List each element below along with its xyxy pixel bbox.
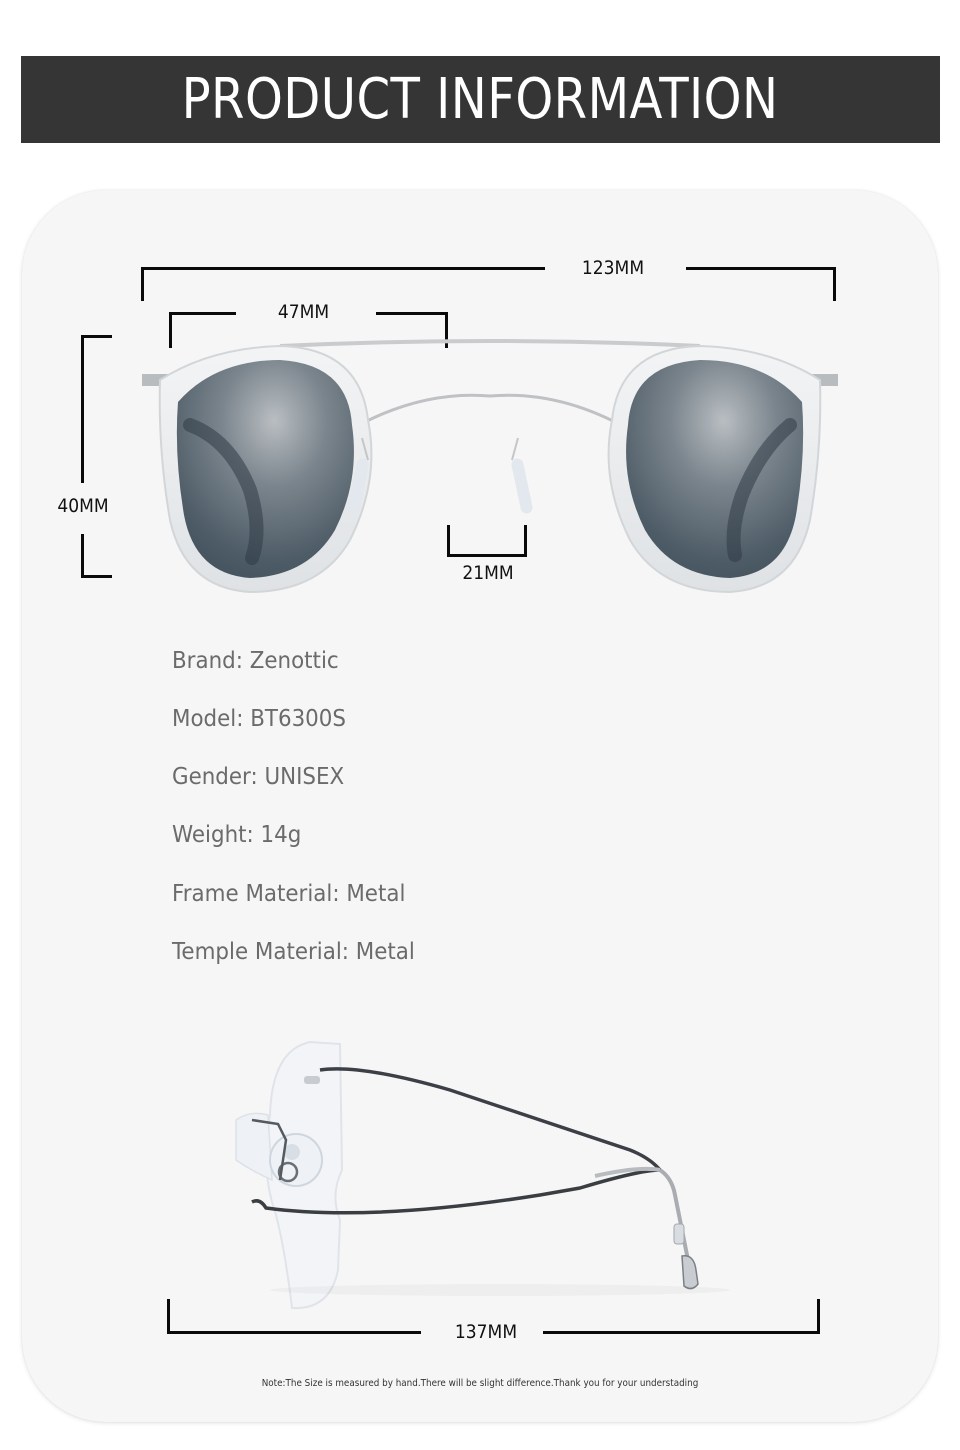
lens-width-label: 47MM [277, 301, 330, 323]
dimension-line [81, 534, 84, 578]
dimension-line [141, 267, 545, 270]
dimension-tick [81, 575, 112, 578]
dimension-tick [81, 335, 112, 338]
dimension-tick [833, 267, 836, 301]
spec-weight: Weight: 14g [172, 822, 302, 848]
spec-temple-material: Temple Material: Metal [172, 939, 415, 965]
dimension-line [81, 335, 84, 483]
round-sunglasses-front-icon [142, 339, 838, 594]
measurement-note: Note:The Size is measured by hand.There … [261, 1378, 699, 1389]
dimension-line [169, 312, 236, 315]
temple-length-label: 137MM [454, 1321, 518, 1343]
lens-height-label: 40MM [57, 495, 109, 517]
dimension-tick [141, 267, 144, 301]
spec-model: Model: BT6300S [172, 706, 346, 732]
dimension-tick [167, 1299, 170, 1334]
dimension-tick [524, 525, 527, 557]
dimension-line [167, 1331, 421, 1334]
spec-frame-material: Frame Material: Metal [172, 881, 406, 907]
spec-brand: Brand: Zenottic [172, 648, 339, 674]
dimension-tick [817, 1299, 820, 1334]
header-banner: PRODUCT INFORMATION [21, 56, 940, 143]
dimension-line [686, 267, 836, 270]
dimension-tick [169, 312, 172, 348]
spec-gender: Gender: UNISEX [172, 764, 345, 790]
glasses-side-temple-icon [235, 1040, 699, 1310]
dimension-line [447, 554, 527, 557]
dimension-line [543, 1331, 820, 1334]
dimension-line [376, 312, 448, 315]
page-title: PRODUCT INFORMATION [182, 67, 779, 132]
dimension-tick [447, 525, 450, 557]
total-width-label: 123MM [581, 257, 645, 279]
bridge-width-label: 21MM [462, 562, 514, 584]
dimension-tick [445, 312, 448, 348]
